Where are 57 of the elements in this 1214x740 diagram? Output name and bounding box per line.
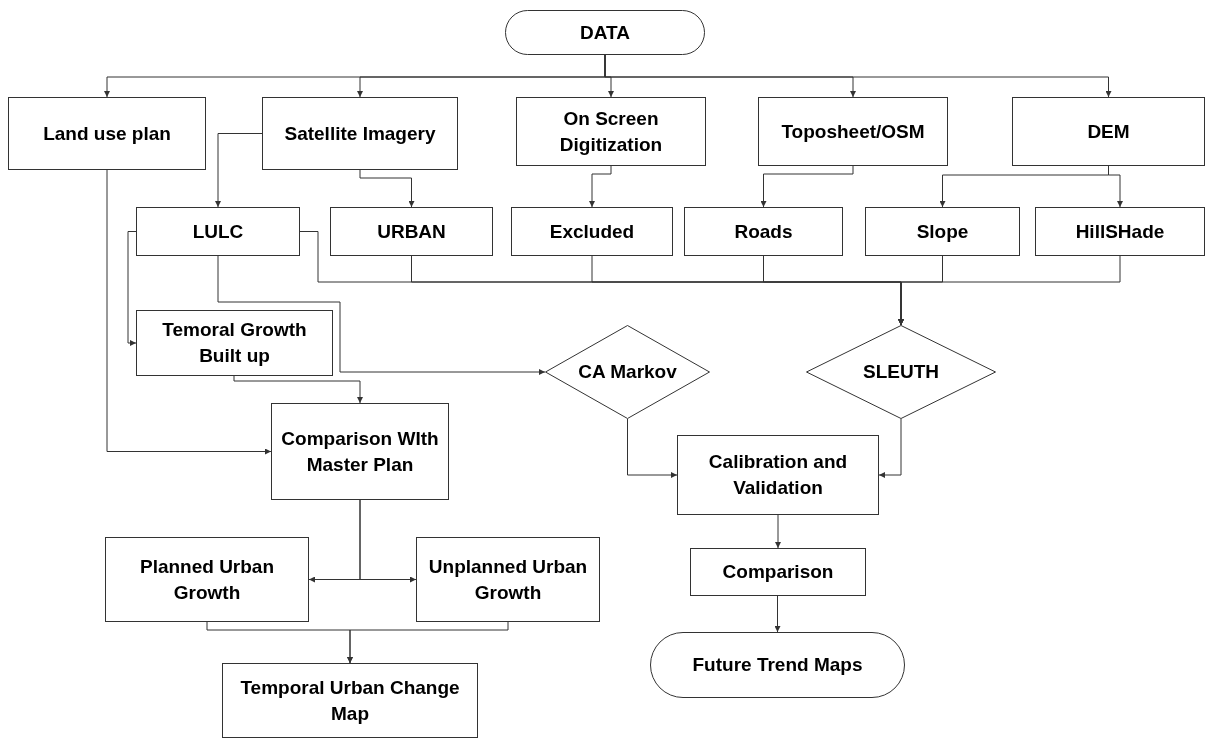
node-label: On Screen Digitization bbox=[558, 106, 664, 157]
arrow bbox=[217, 255, 546, 375]
arrow bbox=[215, 133, 263, 208]
node-label: Comparison bbox=[721, 560, 835, 585]
process-box bbox=[516, 97, 706, 166]
process-box bbox=[677, 435, 879, 515]
process-box bbox=[105, 537, 309, 622]
process-box bbox=[262, 97, 458, 170]
node-label: Roads bbox=[733, 219, 794, 244]
node-label: Future Trend Maps bbox=[691, 653, 864, 678]
node-label: Temoral Growth Built up bbox=[161, 318, 308, 368]
node-label: Unplanned Urban Growth bbox=[427, 554, 589, 605]
process-box bbox=[271, 403, 449, 500]
arrow bbox=[898, 255, 1121, 326]
arrow bbox=[878, 418, 902, 478]
arrow bbox=[359, 169, 415, 208]
node-label: Temporal Urban Change Map bbox=[239, 675, 461, 726]
node-label: Toposheet/OSM bbox=[780, 119, 926, 144]
process-box bbox=[330, 207, 493, 256]
process-box bbox=[865, 207, 1020, 256]
node-label: Satellite Imagery bbox=[283, 121, 437, 146]
node-label: Planned Urban Growth bbox=[138, 554, 276, 605]
arrow bbox=[775, 514, 781, 549]
terminal-pill bbox=[505, 10, 705, 55]
process-box bbox=[416, 537, 600, 622]
node-label: SLEUTH bbox=[862, 360, 940, 385]
arrow bbox=[627, 418, 678, 478]
node-label: Slope bbox=[915, 219, 970, 244]
arrow bbox=[760, 165, 854, 208]
arrow bbox=[359, 499, 417, 583]
arrow bbox=[233, 375, 363, 404]
node-label: HillSHade bbox=[1074, 219, 1166, 244]
arrow bbox=[127, 231, 137, 346]
node-label: Calibration and Validation bbox=[707, 450, 849, 500]
arrow bbox=[604, 54, 1112, 98]
process-box bbox=[684, 207, 843, 256]
arrow bbox=[106, 169, 272, 455]
node-label: DATA bbox=[579, 20, 631, 45]
process-box bbox=[136, 310, 333, 376]
process-box bbox=[758, 97, 948, 166]
node-label: DEM bbox=[1086, 119, 1131, 144]
node-label: Excluded bbox=[548, 219, 636, 244]
process-box bbox=[690, 548, 866, 596]
process-box bbox=[222, 663, 478, 738]
node-label: Comparison WIth Master Plan bbox=[280, 426, 440, 477]
arrow bbox=[589, 165, 612, 208]
process-box bbox=[1035, 207, 1205, 256]
arrow bbox=[774, 595, 781, 633]
node-label: CA Markov bbox=[577, 360, 678, 385]
process-box bbox=[1012, 97, 1205, 166]
process-box bbox=[511, 207, 673, 256]
process-box bbox=[136, 207, 300, 256]
node-label: LULC bbox=[191, 219, 245, 244]
arrow bbox=[347, 621, 509, 664]
node-label: URBAN bbox=[376, 219, 447, 244]
process-box bbox=[8, 97, 206, 170]
node-label: Land use plan bbox=[42, 121, 172, 146]
